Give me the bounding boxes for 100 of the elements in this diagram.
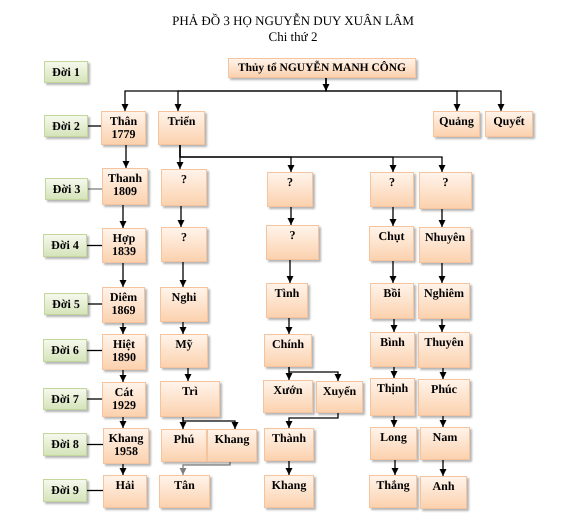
person-name: Nam <box>432 431 458 444</box>
person-box <box>264 475 314 508</box>
person-name: Bồi <box>383 287 401 300</box>
arrow <box>120 464 126 475</box>
connector-line <box>88 125 101 127</box>
person-name: ? <box>442 176 448 189</box>
generation-label: Đời 3 <box>52 182 80 196</box>
connector-line <box>88 303 102 305</box>
generation-label: Đời 4 <box>51 239 79 252</box>
person-box <box>418 332 470 368</box>
generation-box <box>44 61 88 83</box>
person-box <box>419 227 471 263</box>
person-name: Hiệt 1890 <box>111 338 137 364</box>
person-name: Thành <box>272 432 306 445</box>
person-box <box>316 381 363 413</box>
person-box <box>102 382 146 417</box>
diagram-title: PHẢ ĐỒ 3 HỌ NGUYỄN DUY XUÂN LÂM <box>172 13 414 28</box>
generation-box <box>43 388 87 410</box>
person-box <box>264 428 314 461</box>
person-box <box>419 172 472 209</box>
person-name: Triển <box>168 115 196 128</box>
person-name: Thuyên <box>424 336 464 349</box>
person-box <box>102 287 145 323</box>
person-name: Thịnh <box>376 382 408 395</box>
arrow <box>120 205 126 228</box>
person-name: Tân <box>174 479 195 492</box>
subtitle-text: Chi thứ 2 <box>268 29 318 44</box>
arrow <box>180 462 231 475</box>
person-box <box>102 168 148 205</box>
arrow <box>286 260 294 283</box>
person-box <box>101 111 146 145</box>
generation-box <box>45 178 88 200</box>
arrow <box>120 370 126 382</box>
arrow <box>286 318 292 334</box>
person-name: Xuyến <box>322 385 356 398</box>
person-box <box>161 227 207 262</box>
person-box <box>418 283 470 319</box>
person-name: Trì <box>182 385 198 398</box>
arrow <box>120 323 126 334</box>
person-name: Thanh 1809 <box>106 172 144 198</box>
person-name: Khang <box>272 479 306 492</box>
person-name: Long <box>380 431 407 444</box>
person-name: ? <box>290 229 296 242</box>
generation-box <box>43 234 87 257</box>
person-box <box>160 287 208 322</box>
arrow <box>178 206 184 227</box>
person-box <box>267 172 313 207</box>
person-name: Chụt <box>378 230 404 243</box>
person-name: Nhuyên <box>424 231 465 244</box>
arrow <box>438 263 446 283</box>
person-name: Hợp 1839 <box>111 232 137 258</box>
person-box <box>370 427 417 460</box>
arrow <box>325 78 504 111</box>
person-box <box>158 111 205 145</box>
person-box <box>161 429 207 462</box>
person-box <box>207 429 257 462</box>
connector-line <box>87 490 103 492</box>
person-box <box>160 381 220 417</box>
arrow <box>390 319 398 332</box>
arrow <box>288 207 294 225</box>
generation-box <box>43 433 87 456</box>
person-box <box>485 111 533 137</box>
generation-label: Đời 2 <box>52 120 80 132</box>
arrow <box>390 207 396 226</box>
person-box <box>418 379 470 416</box>
person-box <box>160 334 208 368</box>
arrow <box>286 413 339 428</box>
person-name: Nghi <box>172 291 196 304</box>
person-name: Hải <box>116 479 134 492</box>
person-name: Thân 1779 <box>108 115 138 141</box>
person-box <box>264 334 312 367</box>
arrow <box>122 145 130 168</box>
person-name: Nghiêm <box>424 287 464 300</box>
person-name: ? <box>181 231 187 244</box>
person-name: Quyết <box>493 115 525 128</box>
person-box <box>103 475 147 508</box>
person-name: Chính <box>272 338 304 351</box>
arrow <box>180 322 186 334</box>
person-name: Xướn <box>273 384 303 397</box>
arrow <box>440 460 446 476</box>
arrow <box>286 461 292 475</box>
generation-box <box>44 115 88 137</box>
person-name: Bình <box>380 336 405 349</box>
person-box <box>102 334 146 370</box>
person-name: Diêm 1869 <box>108 291 138 317</box>
arrow <box>438 319 446 332</box>
connector-line <box>87 244 102 246</box>
generation-label: Đời 8 <box>51 438 79 451</box>
person-name: Anh <box>432 480 454 493</box>
arrow <box>440 368 446 379</box>
person-name: Khang 1958 <box>108 432 144 458</box>
arrow <box>390 416 398 427</box>
person-box <box>263 380 313 413</box>
arrow <box>390 367 398 378</box>
connector-line <box>88 188 102 190</box>
generation-label: Đời 7 <box>51 392 79 406</box>
arrow <box>180 262 186 287</box>
person-name: Tình <box>274 287 300 300</box>
generation-box <box>44 293 88 315</box>
arrow <box>184 368 192 381</box>
